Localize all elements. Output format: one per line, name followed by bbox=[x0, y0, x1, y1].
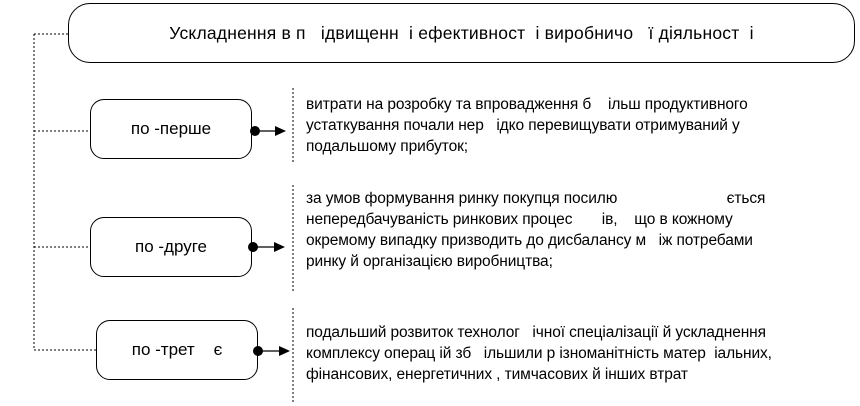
item-label: по -трет є bbox=[131, 340, 223, 359]
item-description-second: за умов формування ринку покупця посилю … bbox=[306, 190, 766, 270]
item-description-first: витрати на розробку та впровадження б іл… bbox=[306, 96, 748, 155]
item-box-third: по -трет є bbox=[96, 320, 258, 380]
item-label: по -друге bbox=[134, 237, 207, 256]
item-box-first: по -перше bbox=[90, 99, 252, 159]
arrow-2 bbox=[248, 242, 285, 252]
item-description-third: подальший розвиток технолог ічної спеціа… bbox=[306, 324, 772, 383]
item-box-second: по -друге bbox=[90, 217, 252, 277]
title-text: Ускладнення в п ідвищенн і ефективност і… bbox=[169, 22, 754, 43]
title-box: Ускладнення в п ідвищенн і ефективност і… bbox=[68, 3, 855, 63]
arrow-3 bbox=[253, 346, 290, 356]
item-label: по -перше bbox=[130, 119, 212, 138]
arrow-1 bbox=[250, 126, 286, 136]
